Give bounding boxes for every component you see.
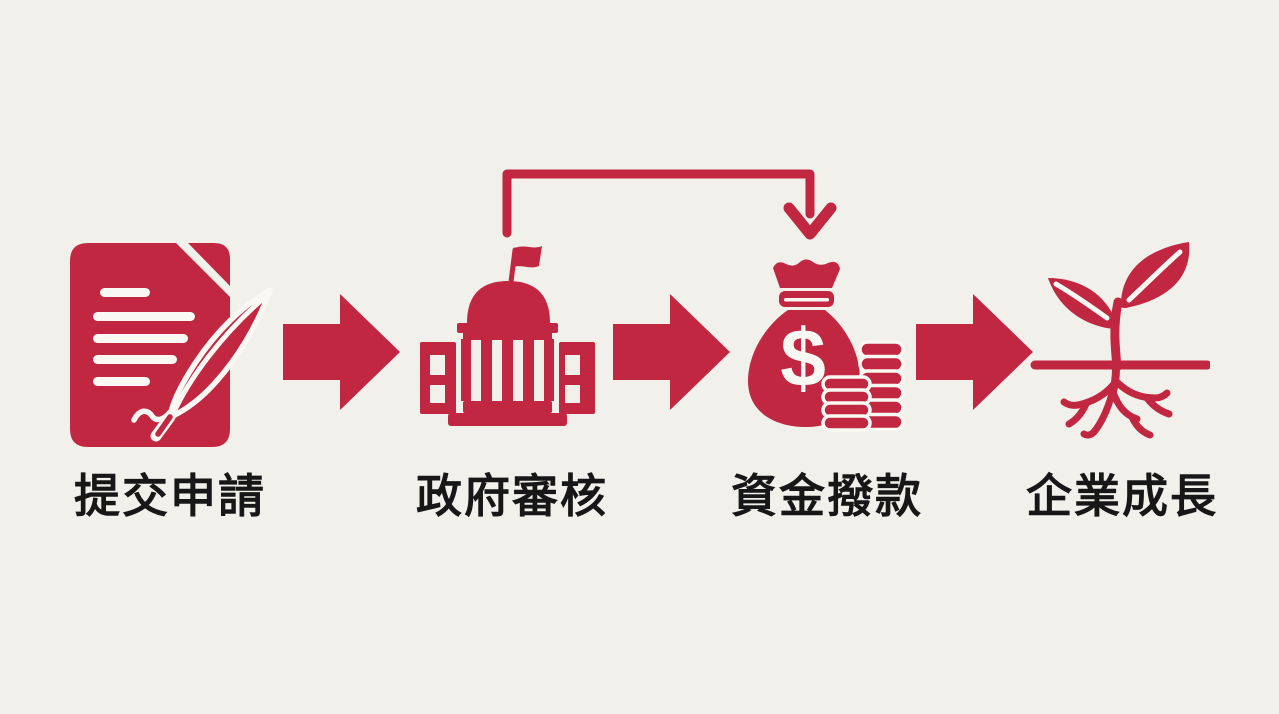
stem: [1110, 297, 1123, 372]
flow-arrow-icon: [283, 294, 400, 410]
seedling-growth-icon: [1030, 242, 1210, 439]
right-wing: [559, 342, 595, 414]
dome: [467, 281, 550, 323]
arrowhead-down-icon: [783, 202, 837, 240]
dollar-sign: $: [780, 313, 826, 404]
column: [481, 339, 492, 401]
upper-step: [463, 401, 552, 413]
step-label-fund-disbursement: 資金撥款: [731, 470, 923, 522]
step-label-government-review: 政府審核: [416, 470, 608, 522]
step-label-submit-application: 提交申請: [74, 470, 266, 522]
bag-knot: [773, 259, 840, 288]
flow-arrow-icon: [613, 294, 730, 410]
quill-nib: [155, 414, 173, 437]
document-quill-icon: [70, 243, 273, 447]
step-label-business-growth: 企業成長: [1026, 470, 1218, 522]
roots: [1060, 363, 1173, 439]
flag-banner: [514, 246, 542, 268]
government-building-icon: [420, 246, 595, 426]
column: [523, 339, 534, 401]
coin-stack-short: [821, 375, 872, 432]
column: [544, 339, 554, 401]
column: [502, 339, 513, 401]
folded-corner: [188, 243, 230, 286]
quill-feather: [167, 287, 273, 420]
flow-arrow-icon: [916, 294, 1033, 410]
lower-step: [448, 413, 567, 426]
column: [461, 339, 471, 401]
money-bag-icon: $: [748, 259, 905, 432]
left-wing: [420, 342, 456, 414]
flag-pole: [508, 247, 518, 285]
